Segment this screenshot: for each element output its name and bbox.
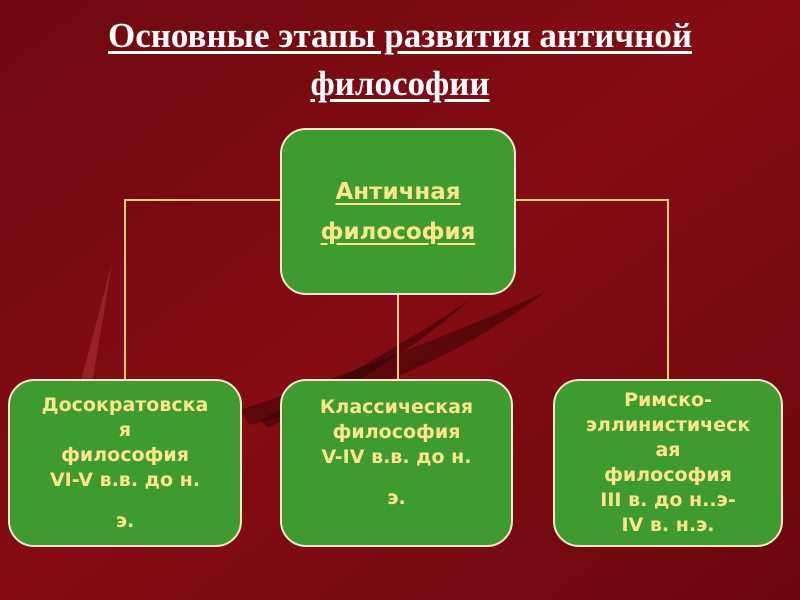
child-node-roman-hellenistic: Римско- эллинистическ ая философия III в…	[553, 379, 783, 547]
connector-right	[516, 199, 669, 379]
child-node-line: я	[118, 418, 132, 441]
slide-title-line-1: Основные этапы развития античной	[108, 16, 692, 55]
child-node-presocratic: Досократовска я философия VI-V в.в. до н…	[8, 379, 242, 547]
child-node-line: IV в. н.э.	[621, 514, 715, 536]
child-node-classical: Классическая философия V-IV в.в. до н. э…	[280, 379, 513, 547]
child-node-line: III в. до н..э-	[600, 489, 736, 511]
child-node-line: Досократовска	[41, 393, 209, 416]
child-node-line: ая	[655, 439, 681, 461]
root-node-line-1: Античная	[335, 178, 461, 205]
child-node-line: философия	[332, 421, 461, 443]
root-node-line-2: философия	[320, 218, 476, 245]
child-node-line: V-IV в.в. до н.	[321, 446, 472, 468]
child-node-line: философия	[61, 443, 189, 466]
connector-left	[124, 199, 280, 379]
child-node-line: эллинистическ	[585, 414, 751, 436]
root-node: Античная философия	[280, 128, 516, 295]
child-node-line: философия	[604, 464, 732, 486]
child-node-line: Классическая	[319, 396, 474, 418]
child-node-line: э.	[387, 487, 406, 509]
slide-title: Основные этапы развития античной философ…	[0, 12, 800, 108]
child-node-line: Римско-	[624, 389, 712, 411]
child-node-line: э.	[115, 509, 135, 532]
child-node-line: VI-V в.в. до н.	[49, 468, 201, 491]
slide-title-line-2: философии	[310, 64, 490, 103]
